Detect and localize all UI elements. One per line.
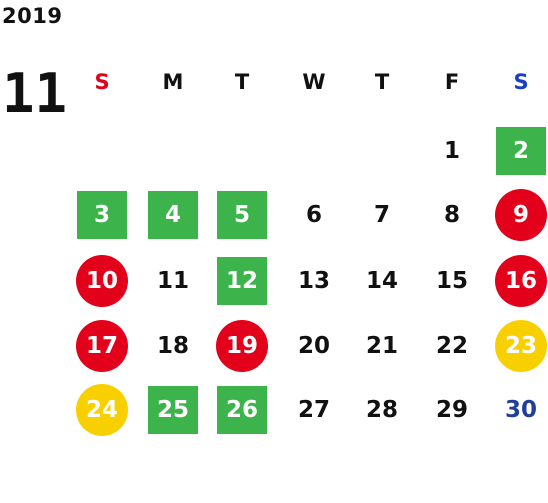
day-cell-27[interactable]: 27 [297, 397, 330, 423]
day-cell-6[interactable]: 6 [305, 202, 322, 228]
weekday-1: M [162, 70, 184, 94]
day-cell-15[interactable]: 15 [435, 268, 468, 294]
weekday-6: S [513, 70, 529, 94]
day-cell-2[interactable]: 2 [496, 127, 546, 175]
day-cell-19[interactable]: 19 [216, 320, 268, 372]
day-cell-18[interactable]: 18 [156, 333, 189, 359]
day-cell-12[interactable]: 12 [217, 257, 267, 305]
month-number: 11 [2, 62, 68, 125]
day-cell-17[interactable]: 17 [76, 320, 128, 372]
day-cell-7[interactable]: 7 [373, 202, 390, 228]
day-cell-13[interactable]: 13 [297, 268, 330, 294]
weekday-3: W [302, 70, 326, 94]
day-cell-24[interactable]: 24 [76, 384, 128, 436]
day-cell-9[interactable]: 9 [495, 189, 547, 241]
day-cell-23[interactable]: 23 [495, 320, 547, 372]
day-cell-21[interactable]: 21 [365, 333, 398, 359]
day-cell-4[interactable]: 4 [148, 191, 198, 239]
day-cell-30[interactable]: 30 [504, 397, 537, 423]
weekday-2: T [234, 70, 250, 94]
day-cell-22[interactable]: 22 [435, 333, 468, 359]
day-cell-25[interactable]: 25 [148, 386, 198, 434]
day-cell-3[interactable]: 3 [77, 191, 127, 239]
day-cell-20[interactable]: 20 [297, 333, 330, 359]
day-cell-8[interactable]: 8 [443, 202, 460, 228]
year-label: 2019 [2, 4, 63, 28]
day-cell-10[interactable]: 10 [76, 255, 128, 307]
weekday-4: T [374, 70, 390, 94]
day-cell-14[interactable]: 14 [365, 268, 398, 294]
weekday-0: S [94, 70, 110, 94]
weekday-5: F [444, 70, 460, 94]
day-cell-28[interactable]: 28 [365, 397, 398, 423]
day-cell-16[interactable]: 16 [495, 255, 547, 307]
day-cell-29[interactable]: 29 [435, 397, 468, 423]
day-cell-11[interactable]: 11 [156, 268, 189, 294]
day-cell-5[interactable]: 5 [217, 191, 267, 239]
day-cell-1[interactable]: 1 [443, 138, 460, 164]
day-cell-26[interactable]: 26 [217, 386, 267, 434]
